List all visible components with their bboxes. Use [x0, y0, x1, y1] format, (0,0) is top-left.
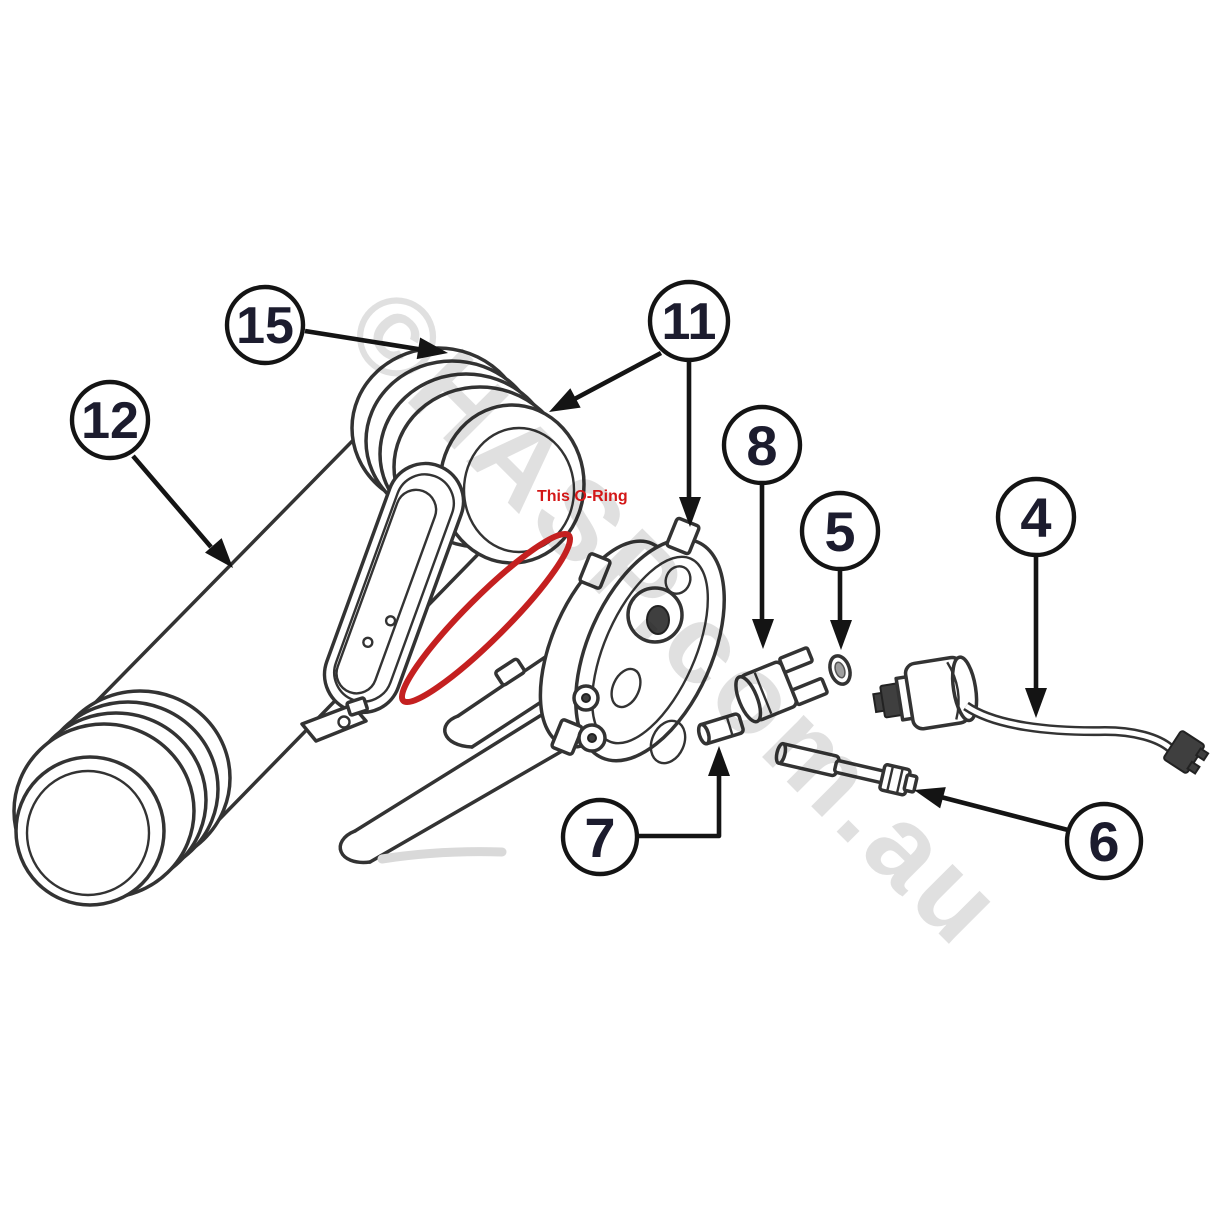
smudge-mark	[377, 847, 507, 864]
callout-11: 11	[647, 279, 731, 363]
arrowhead-12	[205, 538, 233, 568]
pressure-switch	[872, 655, 1210, 775]
callout-8: 8	[721, 404, 803, 486]
callout-12-label: 12	[81, 392, 139, 450]
callout-4-label: 4	[1020, 486, 1051, 549]
tube-open-end-threads	[12, 689, 232, 907]
arrow-7	[637, 769, 722, 839]
callout-7: 7	[560, 797, 640, 877]
callout-15: 15	[224, 284, 306, 366]
arrowhead-8	[752, 619, 774, 649]
cable-connector	[1163, 730, 1210, 775]
collar-rim-inner	[462, 426, 576, 554]
temp-sensor-probe	[774, 741, 919, 797]
front-plate	[574, 537, 726, 763]
callout-15-label: 15	[236, 297, 294, 355]
manifold-plate	[538, 516, 726, 765]
oring-label: This O-Ring	[537, 488, 628, 505]
callout-6: 6	[1064, 801, 1144, 881]
arrow-11-collar	[565, 350, 663, 406]
access-slot	[322, 461, 466, 715]
callout-8-label: 8	[746, 414, 777, 477]
callout-6-label: 6	[1088, 810, 1119, 873]
arrowhead-15	[416, 337, 448, 360]
callout-5-label: 5	[824, 500, 855, 563]
arrow-15	[304, 328, 425, 353]
washer	[828, 654, 852, 686]
arrowhead-7	[708, 746, 730, 776]
tube-top-edge	[93, 419, 374, 705]
plate-tab-bottom	[550, 718, 584, 756]
plate-lower-boss	[649, 719, 687, 765]
oring-highlight	[398, 530, 574, 706]
arrowhead-4	[1025, 688, 1047, 718]
arrow-6	[936, 793, 1069, 833]
arrowhead-11-collar	[549, 388, 581, 412]
watermark: ©HASP.com.au	[323, 264, 1030, 971]
spade-terminal-top	[778, 646, 814, 674]
arrowhead-6	[914, 787, 946, 809]
pressure-switch-cable	[963, 701, 1174, 753]
arrowhead-11-plate	[679, 497, 701, 527]
arrowhead-5	[830, 620, 852, 650]
hi-limit-switch	[734, 646, 829, 724]
mounting-bracket	[300, 696, 369, 743]
tube-mouth-inner	[25, 769, 151, 897]
leader-arrows	[131, 328, 1069, 839]
callout-7-label: 7	[584, 806, 615, 869]
element-union-joint	[494, 657, 526, 687]
tube-collar-threads	[350, 346, 586, 565]
callout-11-label: 11	[662, 293, 717, 351]
plate-tab-mid	[578, 552, 612, 590]
arrow-12	[131, 454, 213, 549]
spade-terminal-bottom	[790, 677, 829, 707]
callout-5: 5	[799, 490, 881, 572]
callout-4: 4	[995, 476, 1077, 558]
tube-mouth-face	[14, 755, 166, 907]
callout-12: 12	[69, 379, 151, 461]
union-sleeve	[696, 712, 745, 746]
